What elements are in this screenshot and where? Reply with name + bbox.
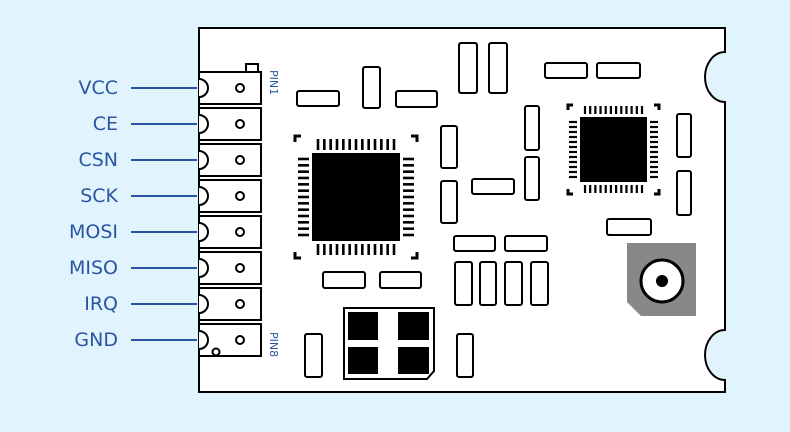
pin-pad: [198, 323, 262, 357]
pin-label-csn: CSN: [78, 149, 118, 171]
pin-pad: [198, 215, 262, 249]
pin-label-irq: IRQ: [84, 293, 118, 315]
pin-pad: [198, 71, 262, 105]
pin-label-gnd: GND: [74, 329, 118, 351]
pin-label-ce: CE: [92, 113, 118, 135]
pin-pad: [198, 179, 262, 213]
pin-label-sck: SCK: [80, 185, 118, 207]
pin-label-miso: MISO: [68, 257, 118, 279]
main-ic: [293, 103, 661, 260]
pin-pad: [198, 287, 262, 321]
pin-header: [198, 63, 262, 357]
pin8-marker: PIN8: [267, 332, 280, 357]
pin-label-vcc: VCC: [78, 77, 118, 99]
pin-label-mosi: MOSI: [68, 221, 118, 243]
pin-pad: [198, 143, 262, 177]
passive-components: [296, 42, 692, 378]
pin-pad: [198, 107, 262, 141]
pin1-marker: PIN1: [267, 70, 280, 95]
secondary-ic: [569, 106, 658, 193]
crystal-component: [343, 307, 435, 380]
pin-pad: [198, 251, 262, 285]
antenna-pad: [627, 243, 696, 316]
connector-lines: [131, 87, 197, 341]
